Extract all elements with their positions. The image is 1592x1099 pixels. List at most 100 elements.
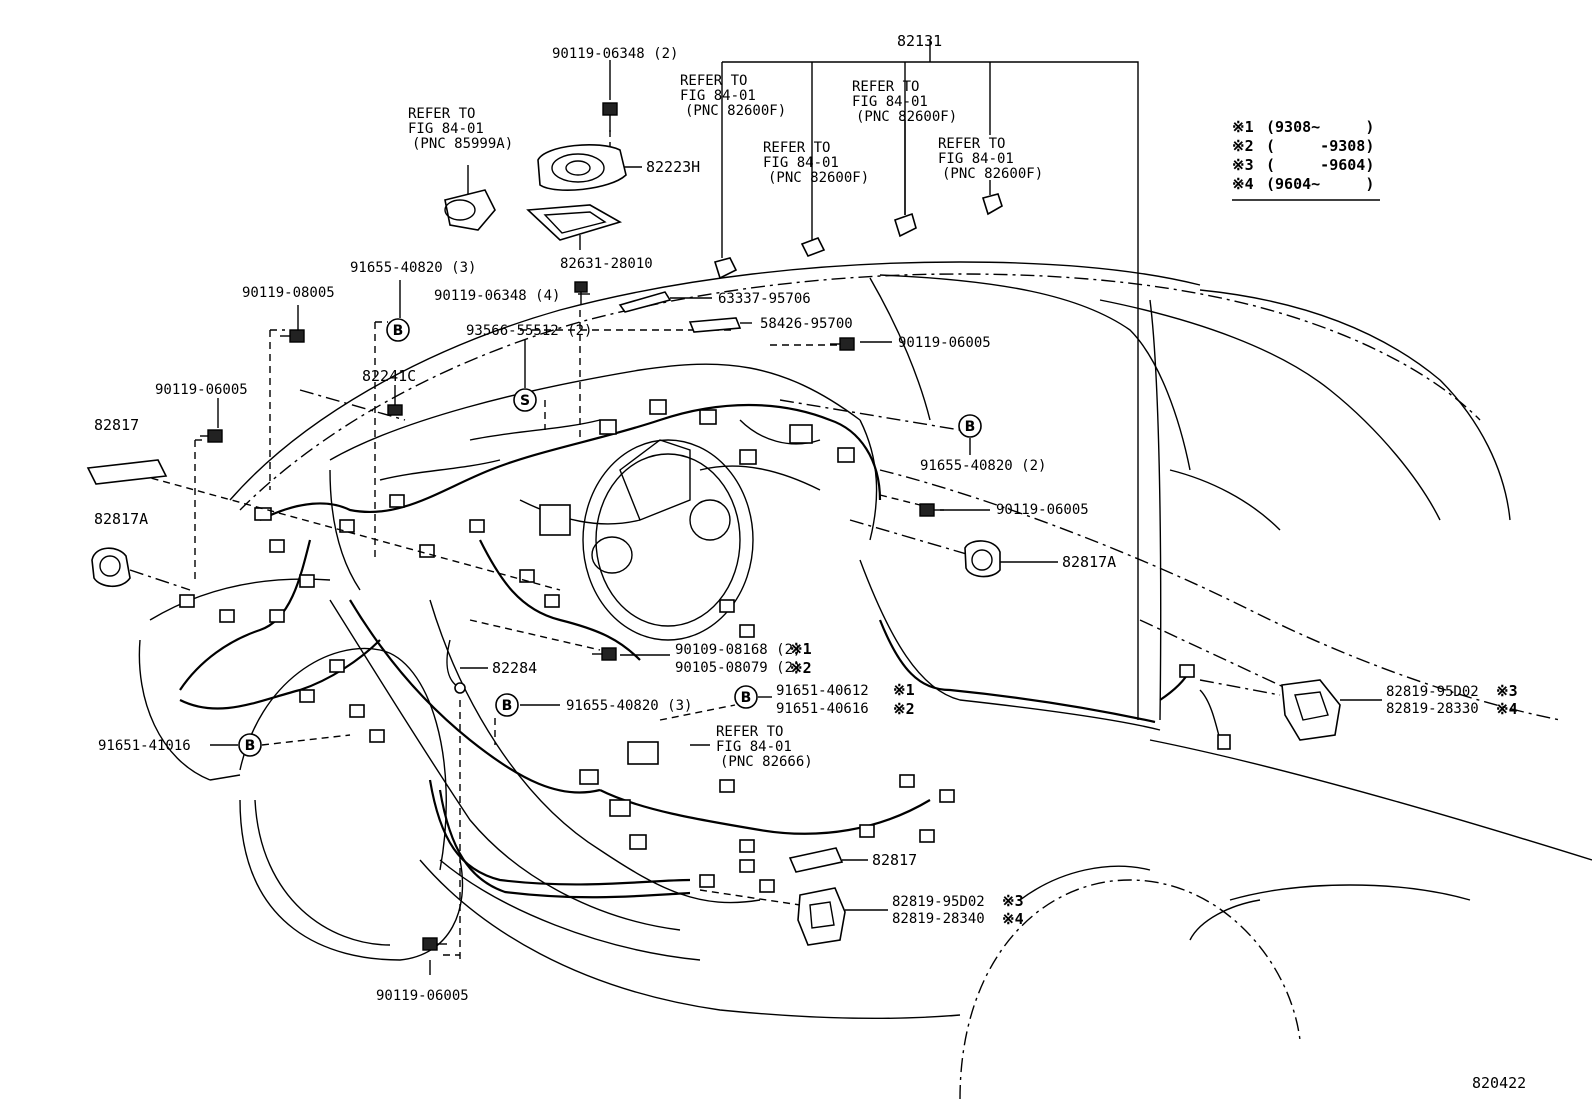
label-90119-06348-2: 90119-06348 (2) <box>552 46 678 62</box>
connector-82600F-4 <box>981 193 1003 216</box>
mark-2-90105: ※2 <box>790 659 812 677</box>
connector-82600F-3 <box>894 212 917 238</box>
bolt-top-shape <box>574 102 618 305</box>
svg-text:REFER TO: REFER TO <box>716 724 783 740</box>
svg-text:B: B <box>245 738 256 754</box>
label-82631-28010: 82631-28010 <box>560 256 653 272</box>
mark-1-90109: ※1 <box>790 640 812 658</box>
label-58426-95700: 58426-95700 <box>760 316 853 332</box>
svg-text:REFER TO: REFER TO <box>852 79 919 95</box>
legend-mark-1: ※1 <box>1232 118 1254 136</box>
label-82817A-right: 82817A <box>1062 553 1116 571</box>
label-82817A-left: 82817A <box>94 510 148 528</box>
legend: ※1 (9308~ ) ※2 ( -9308) ※3 ( -9604) ※4 (… <box>1232 118 1380 201</box>
bolt-right-top-shape <box>830 337 855 351</box>
steering-wheel <box>582 439 754 641</box>
legend-mark-4: ※4 <box>1232 175 1254 193</box>
refer-block-82600F-3: REFER TO FIG 84-01 (PNC 82600F) <box>852 79 957 125</box>
connector-82600F-2 <box>800 236 826 258</box>
legend-range-2: ( -9308) <box>1266 137 1374 155</box>
legend-range-3: ( -9604) <box>1266 156 1374 174</box>
svg-text:(PNC 82600F): (PNC 82600F) <box>942 166 1043 182</box>
refer-block-82600F-4: REFER TO FIG 84-01 (PNC 82600F) <box>938 136 1043 182</box>
mark-4-right: ※4 <box>1496 700 1518 718</box>
bolt-90119-08005-shape <box>280 329 305 343</box>
svg-text:B: B <box>502 698 513 714</box>
strip-63337-shape <box>618 291 672 313</box>
car-body-outline <box>138 261 1592 1099</box>
label-82131: 82131 <box>897 32 942 50</box>
clip-82241C-shape <box>387 404 403 416</box>
relay-82223H-shape <box>526 144 627 241</box>
grommet-82817A-right-shape <box>964 540 1001 578</box>
label-91655-40820-3-mid: 91655-40820 (3) <box>566 698 692 714</box>
bolt-90119-06005-left-shape <box>200 429 223 443</box>
svg-text:REFER TO: REFER TO <box>938 136 1005 152</box>
label-82284: 82284 <box>492 659 537 677</box>
svg-text:REFER TO: REFER TO <box>680 73 747 89</box>
label-90119-06005-left: 90119-06005 <box>155 382 248 398</box>
svg-text:FIG 84-01: FIG 84-01 <box>716 739 792 755</box>
svg-text:FIG 84-01: FIG 84-01 <box>852 94 928 110</box>
strip-58426-shape <box>688 317 742 333</box>
bolt-90119-06005-mid-shape <box>919 503 944 517</box>
label-82223H: 82223H <box>646 158 700 176</box>
label-91651-40612: 91651-40612 <box>776 683 869 699</box>
svg-text:(PNC 82600F): (PNC 82600F) <box>856 109 957 125</box>
legend-mark-2: ※2 <box>1232 137 1254 155</box>
wire-harness <box>179 399 1231 893</box>
svg-text:(PNC 85999A): (PNC 85999A) <box>412 136 513 152</box>
svg-text:FIG 84-01: FIG 84-01 <box>680 88 756 104</box>
svg-text:B: B <box>393 323 404 339</box>
refer-block-82600F-1: REFER TO FIG 84-01 (PNC 82600F) <box>680 73 786 119</box>
svg-text:S: S <box>520 393 530 409</box>
legend-range-4: (9604~ ) <box>1266 175 1374 193</box>
bolt-90109-shape <box>592 647 617 661</box>
label-82819-95D02-right: 82819-95D02 <box>1386 684 1479 700</box>
bracket-82819-right-shape <box>1281 679 1341 741</box>
label-82819-95D02-bottom: 82819-95D02 <box>892 894 985 910</box>
legend-mark-3: ※3 <box>1232 156 1254 174</box>
label-63337-95706: 63337-95706 <box>718 291 811 307</box>
mark-4-bottom: ※4 <box>1002 910 1024 928</box>
mark-3-bottom: ※3 <box>1002 892 1024 910</box>
svg-text:B: B <box>965 419 976 435</box>
label-82819-28340: 82819-28340 <box>892 911 985 927</box>
label-82819-28330: 82819-28330 <box>1386 701 1479 717</box>
label-90119-08005: 90119-08005 <box>242 285 335 301</box>
grommet-82817A-left-shape <box>91 547 131 588</box>
plate-82817-left-shape <box>86 459 168 485</box>
mark-1-91651: ※1 <box>893 681 915 699</box>
bracket-82819-bottom-shape <box>797 887 846 946</box>
callout-b-top: B <box>386 318 410 342</box>
callout-b-right: B <box>958 414 982 438</box>
label-93566-55512: 93566-55512 (2) <box>466 323 592 339</box>
part-shapes <box>86 102 1341 951</box>
bracket-85999A-shape <box>444 189 496 231</box>
svg-text:FIG 84-01: FIG 84-01 <box>938 151 1014 167</box>
mark-2-91651: ※2 <box>893 700 915 718</box>
plate-82817-bottom-shape <box>788 847 844 873</box>
label-82241C: 82241C <box>362 367 416 385</box>
bolt-90119-06005-bottom-shape <box>422 937 447 951</box>
mark-3-right: ※3 <box>1496 682 1518 700</box>
svg-text:REFER TO: REFER TO <box>408 106 475 122</box>
callout-b-left: B <box>238 733 262 757</box>
label-90119-06005-mid: 90119-06005 <box>996 502 1089 518</box>
callout-b-mid: B <box>495 693 519 717</box>
label-82817-bottom: 82817 <box>872 851 917 869</box>
label-90119-06005-bottom: 90119-06005 <box>376 988 469 1004</box>
svg-text:REFER TO: REFER TO <box>763 140 830 156</box>
connector-82600F-1 <box>713 257 738 280</box>
label-90105-08079: 90105-08079 (2) <box>675 660 801 676</box>
svg-text:(PNC 82666): (PNC 82666) <box>720 754 813 770</box>
svg-text:(PNC 82600F): (PNC 82600F) <box>685 103 786 119</box>
svg-text:B: B <box>741 690 752 706</box>
label-91651-40616: 91651-40616 <box>776 701 869 717</box>
label-91655-40820-2: 91655-40820 (2) <box>920 458 1046 474</box>
label-90109-08168: 90109-08168 (2) <box>675 642 801 658</box>
callout-s: S <box>513 388 537 412</box>
label-91655-40820-3-top: 91655-40820 (3) <box>350 260 476 276</box>
label-90119-06005-top-right: 90119-06005 <box>898 335 991 351</box>
legend-range-1: (9308~ ) <box>1266 118 1374 136</box>
